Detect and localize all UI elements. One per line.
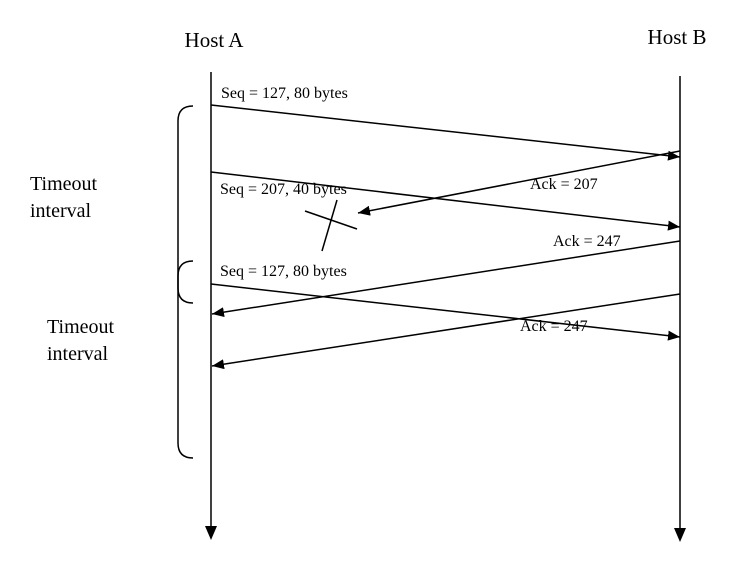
arrow-ack-247-first <box>211 240 681 318</box>
host-b-timeline-arrowhead <box>674 528 686 542</box>
timeout-1-label-line2: interval <box>30 200 92 222</box>
arrow-seq-127-retransmit <box>210 283 681 341</box>
host-b-label: Host B <box>648 25 707 49</box>
arrow-ack-207-lost <box>357 150 681 216</box>
timeout-bracket-1 <box>177 105 194 304</box>
msg-label-seq-127-retransmit: Seq = 127, 80 bytes <box>220 263 347 280</box>
host-a-timeline-arrowhead <box>205 526 217 540</box>
msg-label-ack-207: Ack = 207 <box>530 176 598 193</box>
msg-label-ack-247-first: Ack = 247 <box>553 233 621 250</box>
msg-label-seq-127-first: Seq = 127, 80 bytes <box>221 85 348 102</box>
loss-mark-stroke-2 <box>321 199 338 252</box>
arrow-seq-207 <box>210 171 681 231</box>
timeout-1-label-line1: Timeout <box>30 173 98 195</box>
arrow-ack-247-second <box>211 293 681 370</box>
timeout-2-label-line1: Timeout <box>47 316 115 338</box>
timeout-2-label-line2: interval <box>47 343 109 365</box>
msg-label-ack-247-second: Ack = 247 <box>520 318 588 335</box>
arrow-seq-127-first <box>210 104 681 161</box>
timeout-bracket-2 <box>177 260 194 459</box>
host-a-label: Host A <box>185 28 245 52</box>
msg-label-seq-207: Seq = 207, 40 bytes <box>220 181 347 198</box>
